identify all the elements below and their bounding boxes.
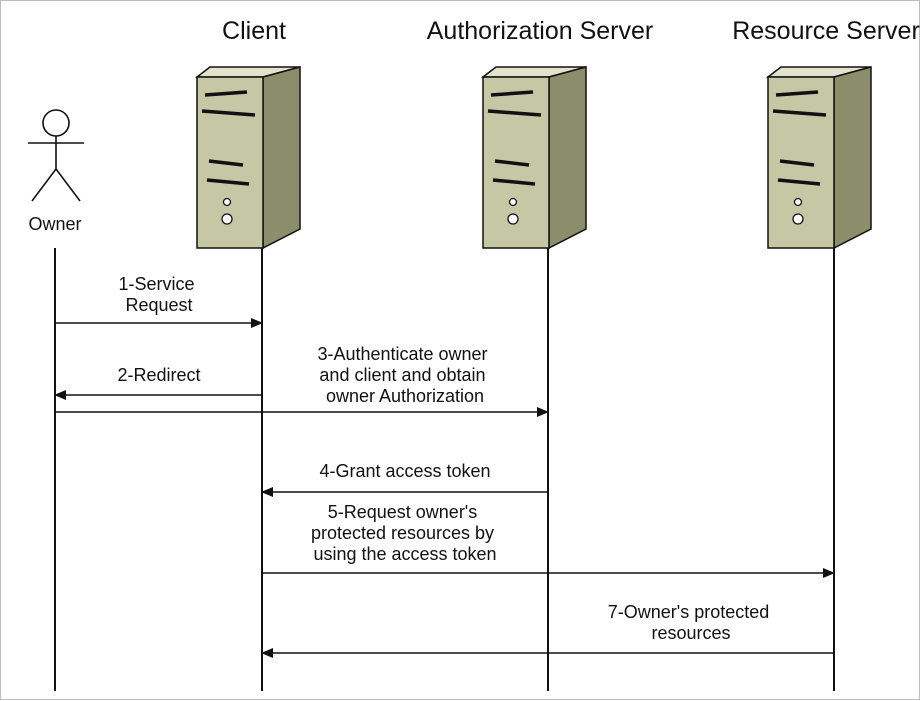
- authorization-server-header: Authorization Server: [427, 17, 654, 45]
- client-server-icon: [194, 66, 301, 250]
- message-7-label: 7-Owner's protected resources: [608, 602, 775, 643]
- owner-actor-icon: [28, 109, 84, 202]
- message-3-label: 3-Authenticate owner and client and obta…: [317, 344, 492, 406]
- message-1-label: 1-Service Request: [118, 274, 199, 315]
- message-5-label: 5-Request owner's protected resources by…: [311, 502, 499, 564]
- authorization-server-icon: [480, 66, 587, 250]
- message-2-label: 2-Redirect: [117, 365, 200, 385]
- message-4-label: 4-Grant access token: [319, 461, 490, 481]
- resource-server-icon: [765, 66, 872, 250]
- owner-label: Owner: [28, 214, 81, 234]
- client-header: Client: [222, 17, 286, 45]
- resource-server-header: Resource Server: [732, 17, 920, 45]
